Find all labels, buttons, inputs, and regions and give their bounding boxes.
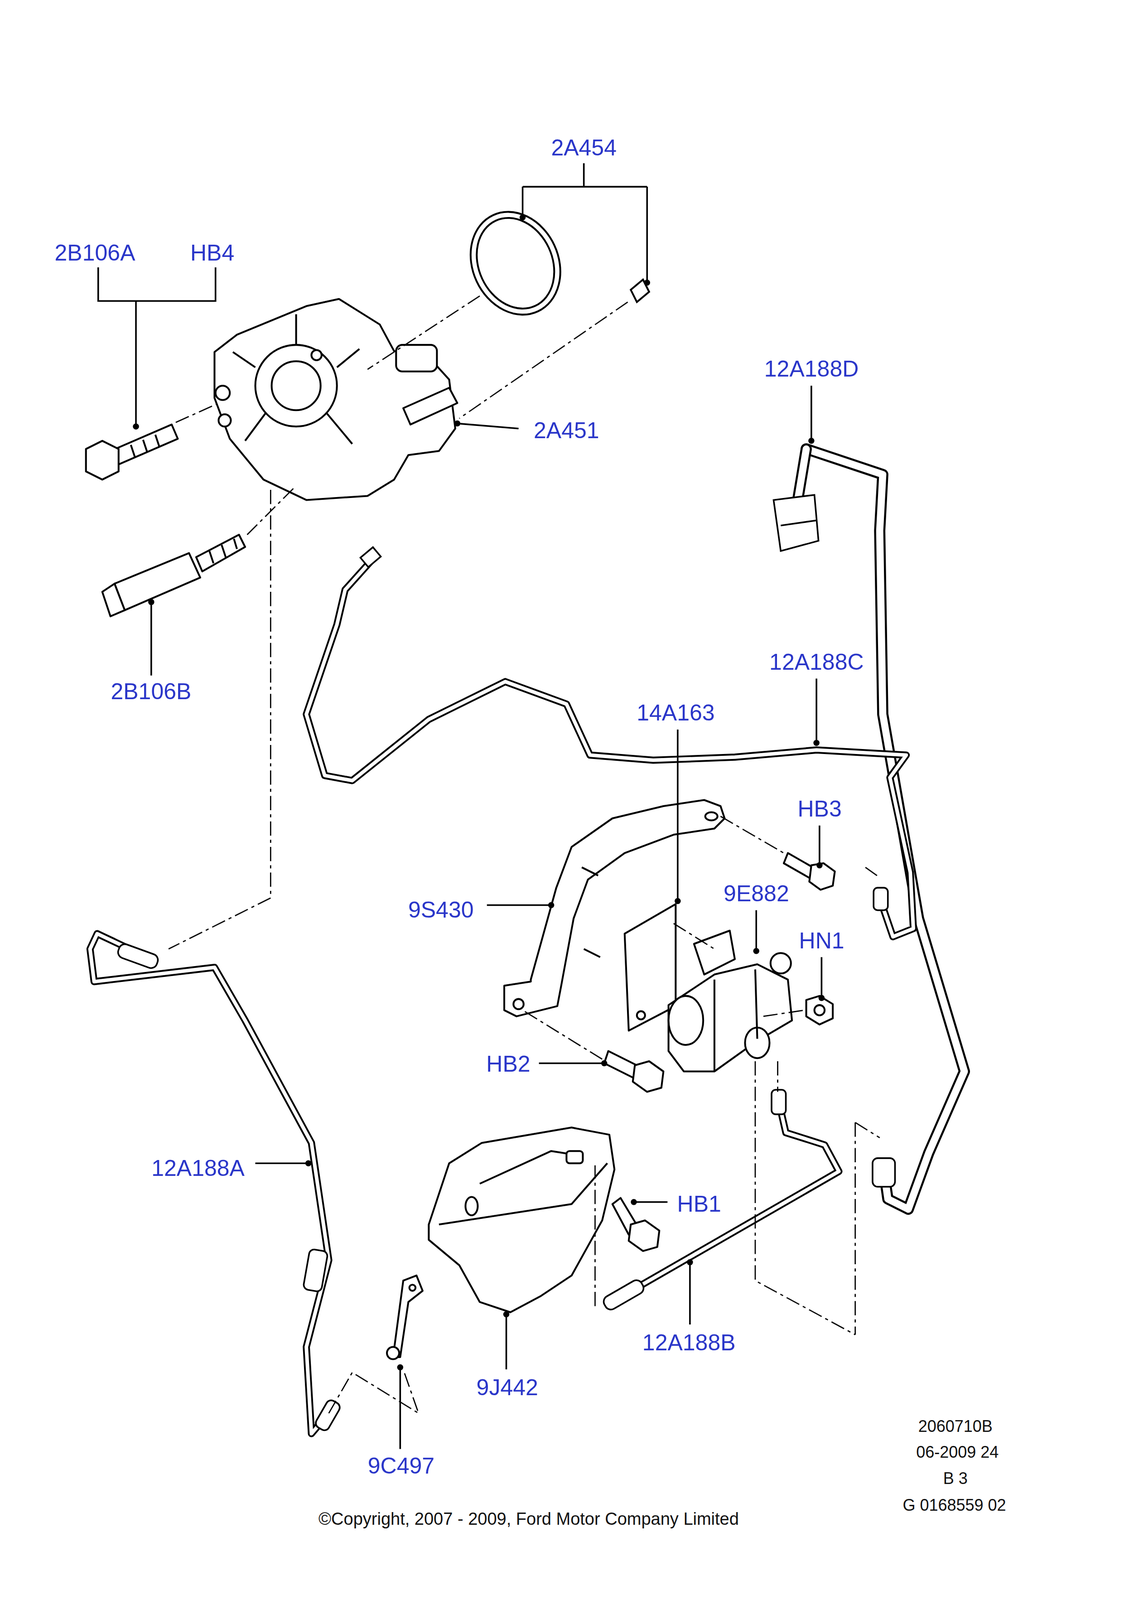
callout-number: 9J442 bbox=[473, 1374, 541, 1401]
reference-note: ©Copyright, 2007 - 2009, Ford Motor Comp… bbox=[315, 1509, 742, 1530]
callout-number: 2B106B bbox=[107, 678, 194, 705]
hose-fittings bbox=[116, 494, 896, 1432]
callout-number: HB4 bbox=[187, 240, 237, 267]
callout-number: HB1 bbox=[674, 1191, 724, 1218]
callout-number: 9E882 bbox=[720, 880, 792, 908]
reference-note: G 0168559 02 bbox=[899, 1495, 1009, 1515]
reservoir bbox=[386, 1127, 615, 1359]
callout-number: 12A188B bbox=[639, 1329, 739, 1356]
bolts bbox=[86, 424, 835, 1251]
callout-number: HB3 bbox=[794, 796, 845, 823]
callout-number: HN1 bbox=[796, 927, 848, 955]
hoses bbox=[90, 448, 965, 1434]
leader-dots bbox=[132, 214, 825, 1371]
callout-number: 2A451 bbox=[530, 417, 603, 444]
callout-number: 2A454 bbox=[548, 135, 620, 162]
centre-lines bbox=[168, 295, 880, 1414]
o-ring-and-clip bbox=[454, 197, 650, 330]
leader-lines bbox=[98, 163, 822, 1449]
reference-note: B 3 bbox=[940, 1468, 971, 1488]
callout-number: 12A188C bbox=[766, 649, 867, 676]
callout-number: 14A163 bbox=[633, 699, 718, 727]
reference-note: 2060710B bbox=[915, 1416, 996, 1436]
callout-number: 9S430 bbox=[405, 897, 477, 924]
callout-number: 2B106A bbox=[52, 240, 139, 267]
reference-note: 06-2009 24 bbox=[913, 1442, 1002, 1462]
vacuum-pump bbox=[214, 299, 458, 501]
solenoid-valve bbox=[668, 930, 792, 1072]
callout-number: HB2 bbox=[483, 1051, 533, 1078]
callout-number: 12A188A bbox=[148, 1155, 248, 1182]
callout-number: 12A188D bbox=[761, 356, 862, 383]
callout-number: 9C497 bbox=[365, 1452, 438, 1480]
